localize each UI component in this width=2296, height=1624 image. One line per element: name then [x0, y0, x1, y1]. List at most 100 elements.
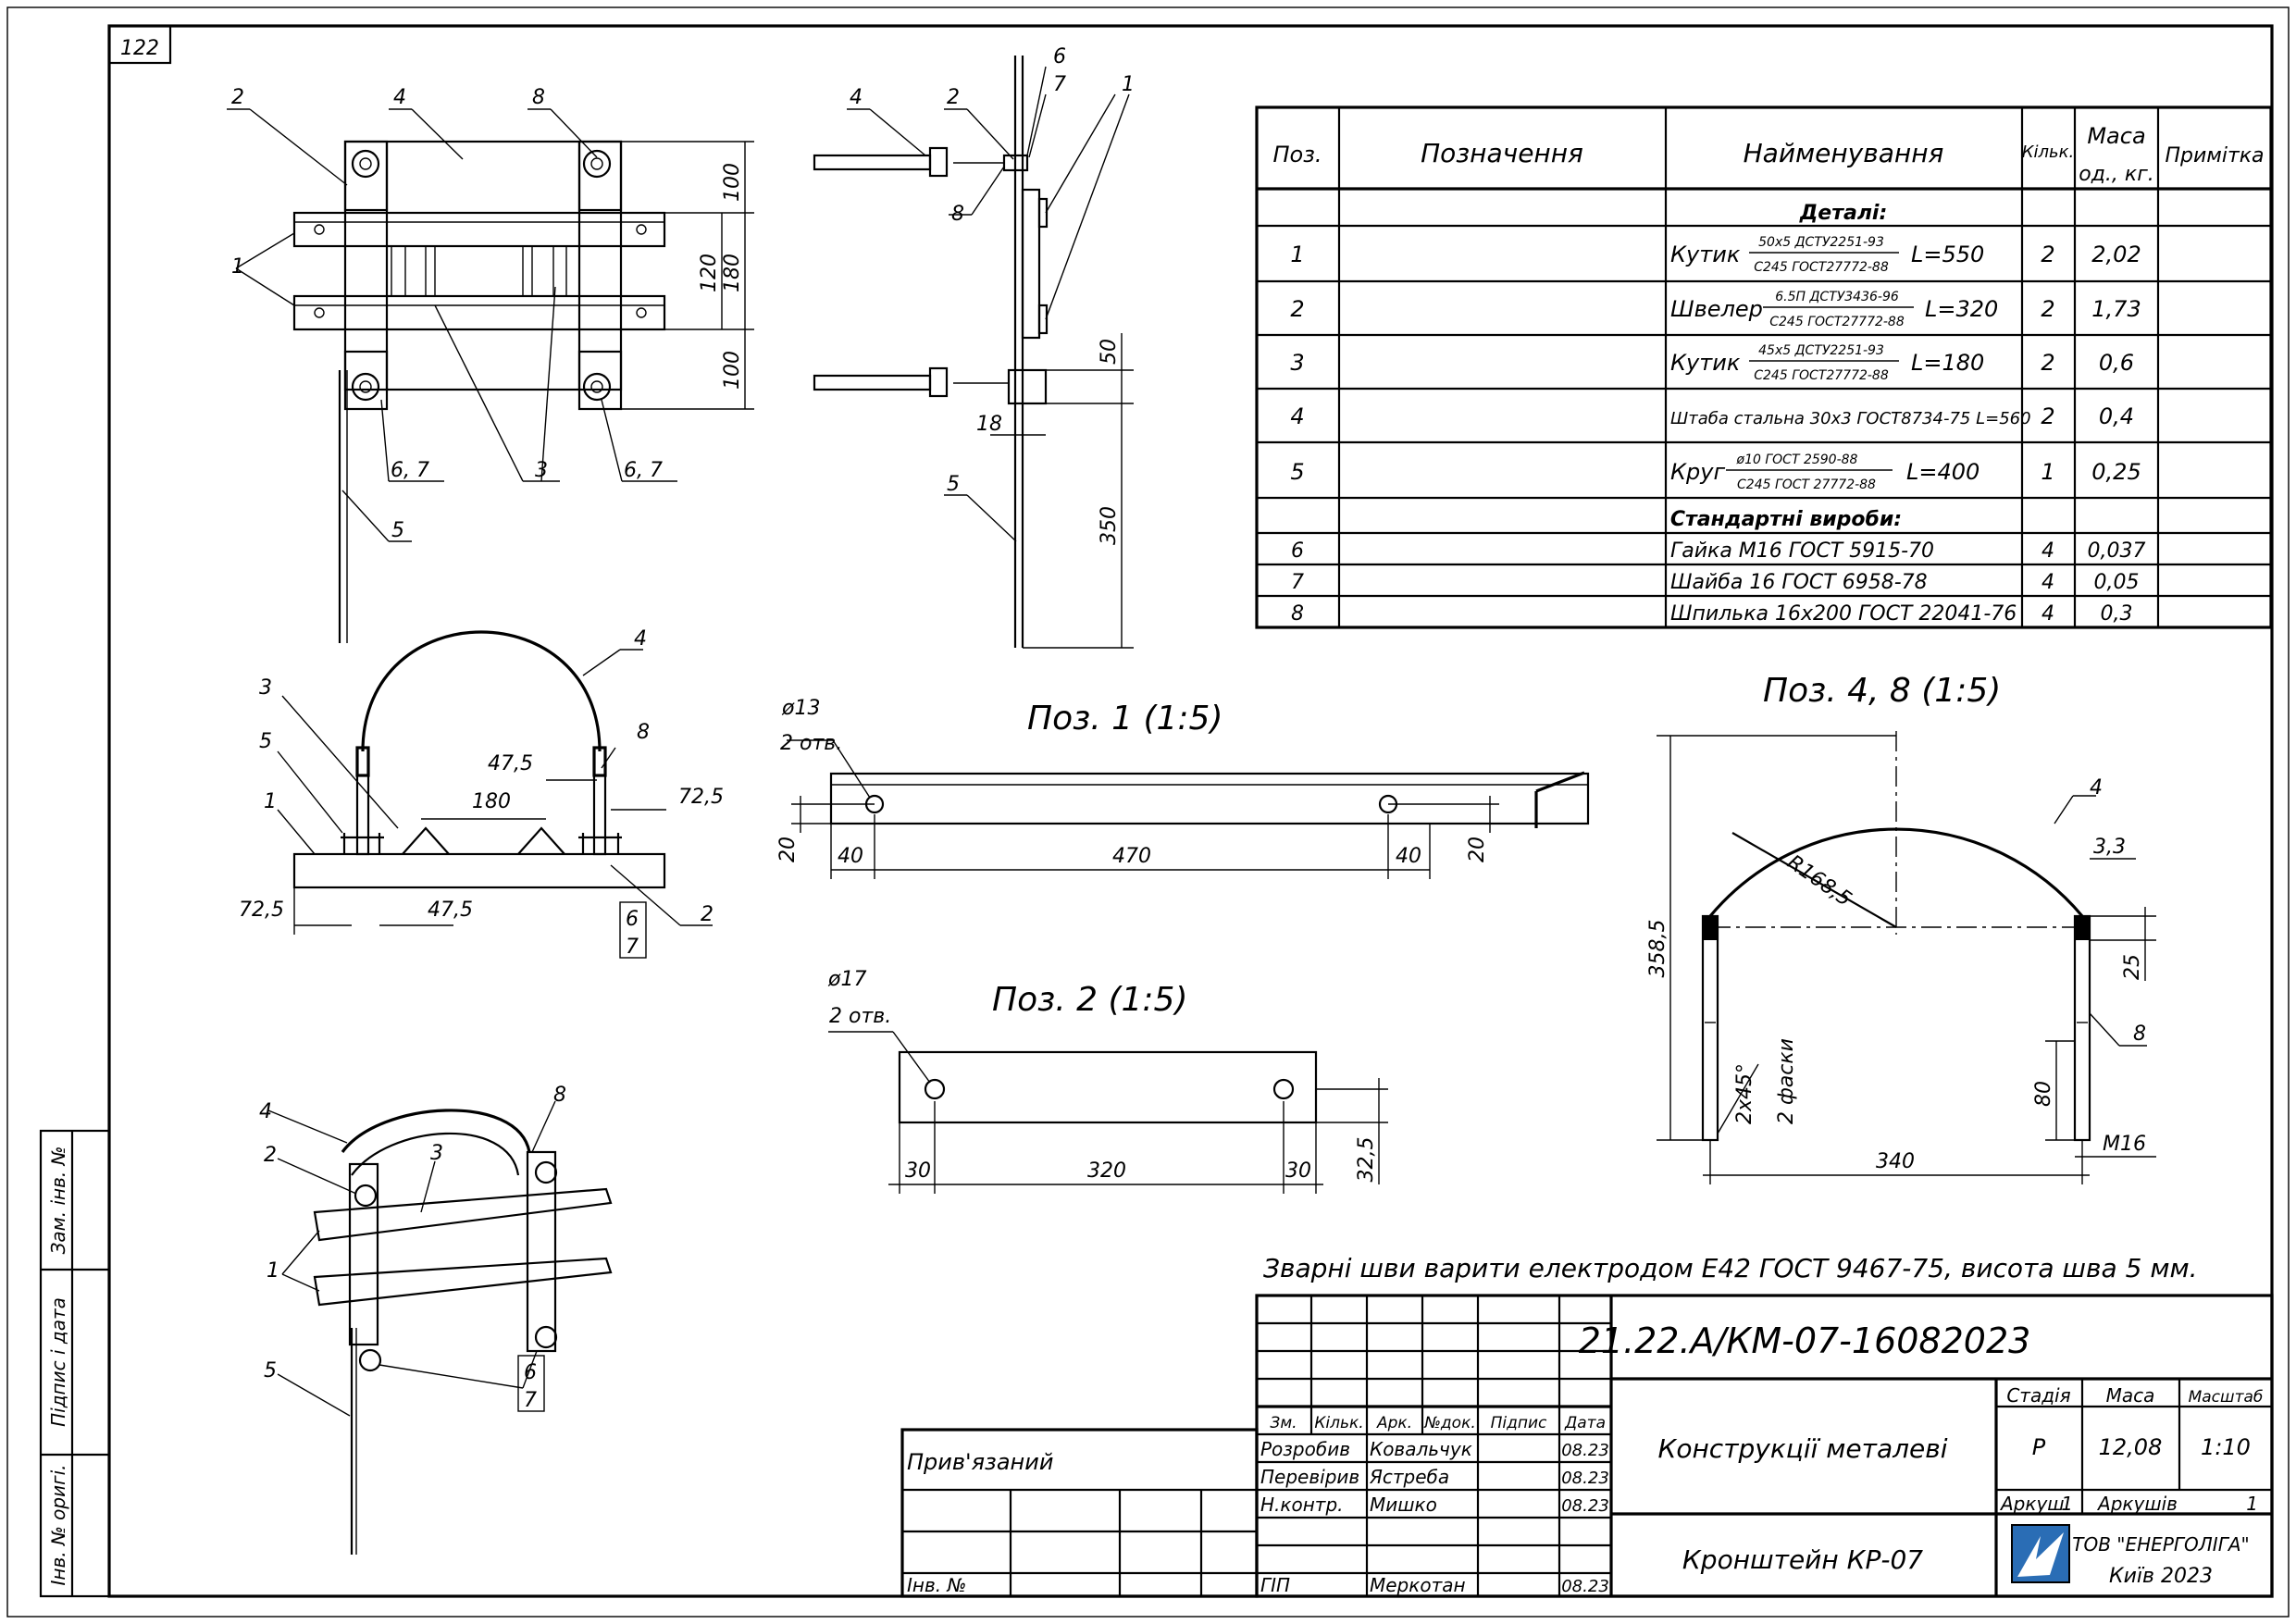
sheet-number: 122: [120, 37, 159, 60]
pos2-dim-325: 32,5: [1355, 1137, 1378, 1183]
spec-std8-mass: 0,3: [2101, 602, 2133, 626]
iso-callout-7: 7: [524, 1389, 537, 1412]
outer-frame: [6, 6, 2290, 1618]
pos48-dim-340: 340: [1876, 1150, 1915, 1173]
staff-name-3: Мишко: [1370, 1494, 1437, 1516]
iso-view: 4 2 3 8 1 5 6 7: [259, 1084, 613, 1555]
pos1-view: Поз. 1 (1:5) ø13 2 отв. 20 40 470 40 20: [776, 697, 1590, 879]
spec-row5-qty: 1: [2041, 459, 2054, 485]
spec-row2-pos: 2: [1290, 296, 1304, 322]
spec-row2-qty: 2: [2041, 296, 2054, 322]
spec-row5-pos: 5: [1290, 459, 1304, 485]
pos48-dim-25: 25: [2121, 954, 2144, 980]
spec-std8-name: Шпилька 16х200 ГОСТ 22041-76: [1670, 602, 2017, 626]
stage-label: Стадія: [2006, 1384, 2070, 1407]
side-callout-2: 2: [947, 86, 960, 109]
spec-row1-frac-top: 50х5 ДСТУ2251-93: [1758, 235, 1884, 250]
spec-section-parts: Деталі:: [1799, 202, 1888, 225]
pos48-chamfer-count: 2 фаски: [1775, 1038, 1798, 1124]
stamp-replace-inv: Зам. інв. №: [47, 1147, 69, 1255]
plan-callout-6: 6: [626, 908, 639, 931]
pos2-view: Поз. 2 (1:5) ø17 2 отв. 30 320 30 32,5: [827, 968, 1388, 1194]
bound-label: Прив'язаний: [907, 1449, 1053, 1475]
stamp-original-inv: Інв. № оригі.: [47, 1465, 69, 1586]
side-callout-8: 8: [951, 203, 964, 226]
front-dim-100a: 100: [721, 163, 744, 202]
title-block: 21.22.А/КМ-07-16082023 Конструкції метал…: [900, 1294, 2274, 1598]
iso-callout-6: 6: [524, 1361, 537, 1384]
pos1-dim-40b: 40: [1396, 845, 1421, 868]
front-callout-5: 5: [391, 519, 404, 542]
spec-row5-suffix: L=400: [1906, 459, 1980, 485]
spec-row3-frac-bottom: С245 ГОСТ27772-88: [1754, 368, 1889, 383]
spec-header-remark: Примітка: [2165, 144, 2264, 167]
spec-row4-pos: 4: [1290, 403, 1304, 429]
spec-std6-mass: 0,037: [2088, 539, 2146, 563]
spec-header-qty: Кільк.: [2022, 143, 2075, 162]
pos1-dim-20b: 20: [1466, 837, 1489, 862]
plan-dim-72a: 72,5: [678, 786, 724, 809]
mass-label: Маса: [2106, 1384, 2155, 1407]
pos1-dim-470: 470: [1112, 845, 1151, 868]
pos1-dim-20a: 20: [776, 837, 800, 862]
spec-std7-name: Шайба 16 ГОСТ 6958-78: [1670, 571, 1928, 594]
spec-std7-mass: 0,05: [2094, 571, 2140, 594]
side-view: 50 350 18 4 2 8 6 7 1 5: [813, 45, 1135, 649]
side-stamp: Зам. інв. № Підпис і дата Інв. № оригі.: [39, 1129, 111, 1598]
front-callout-4: 4: [393, 86, 406, 109]
pos2-holes: 2 отв.: [829, 1005, 891, 1028]
col-change: Зм.: [1270, 1414, 1297, 1432]
spec-row3-mass: 0,6: [2099, 350, 2134, 376]
plan-dim-47b: 47,5: [428, 899, 473, 922]
spec-row2-frac-bottom: С245 ГОСТ27772-88: [1769, 315, 1905, 329]
plan-callout-3: 3: [259, 676, 272, 700]
front-callout-1: 1: [231, 255, 244, 279]
city-year: Київ 2023: [2109, 1565, 2213, 1588]
side-dim-350: 350: [1098, 506, 1121, 545]
spec-std7-pos: 7: [1291, 571, 1304, 594]
plan-dim-72b: 72,5: [239, 899, 284, 922]
pos1-dim-40a: 40: [838, 845, 863, 868]
plan-callout-8: 8: [637, 721, 650, 744]
col-signature: Підпис: [1491, 1414, 1547, 1432]
front-callout-67a: 6, 7: [391, 459, 429, 482]
pos48-m16: M16: [2103, 1133, 2146, 1156]
spec-row2-suffix: L=320: [1925, 296, 1998, 322]
spec-header-designation: Позначення: [1421, 138, 1583, 168]
pos1-holes: 2 отв.: [780, 732, 842, 755]
front-dim-100b: 100: [721, 351, 744, 390]
spec-table: Поз. Позначення Найменування Кільк. Маса…: [1255, 105, 2273, 629]
spec-row4-name: Штаба стальна 30х3 ГОСТ8734-75 L=560: [1670, 409, 2031, 428]
spec-header-mass-unit: од., кг.: [2079, 163, 2154, 186]
side-callout-6: 6: [1053, 45, 1066, 68]
plan-view: 180 47,5 72,5 72,5 47,5 4 3 5 1 8 2 6 7: [239, 627, 724, 959]
plan-callout-2: 2: [701, 903, 714, 926]
pos2-title: Поз. 2 (1:5): [992, 981, 1188, 1019]
spec-row1-frac-bottom: С245 ГОСТ27772-88: [1754, 260, 1889, 275]
pos48-title: Поз. 4, 8 (1:5): [1763, 672, 2001, 710]
stage-value: Р: [2032, 1434, 2046, 1460]
staff-name-1: Ковальчук: [1370, 1438, 1472, 1460]
staff-role-4: ГІП: [1260, 1574, 1290, 1596]
spec-header-mass: Маса: [2087, 123, 2145, 149]
staff-role-3: Н.контр.: [1260, 1494, 1344, 1516]
spec-header-name: Найменування: [1744, 138, 1944, 168]
plan-dim-47a: 47,5: [488, 752, 533, 775]
plan-dim-180: 180: [472, 790, 511, 813]
staff-date-3: 08.23: [1561, 1496, 1609, 1516]
front-callout-67b: 6, 7: [624, 459, 663, 482]
spec-header-pos: Поз.: [1272, 142, 1322, 167]
object-name: Конструкції металеві: [1657, 1433, 1947, 1464]
pos48-stud-band-left: [1703, 916, 1718, 940]
col-sheet: Арк.: [1376, 1414, 1412, 1432]
sheet-label: Аркуш: [1999, 1493, 2065, 1515]
pos48-radius: R168,5: [1783, 850, 1855, 911]
staff-name-4: Меркотан: [1370, 1574, 1466, 1596]
inv-label: Інв. №: [907, 1574, 966, 1596]
mass-value: 12,08: [2099, 1434, 2163, 1460]
front-callout-8: 8: [532, 86, 545, 109]
spec-row3-pos: 3: [1290, 350, 1304, 376]
spec-std8-pos: 8: [1291, 602, 1304, 626]
spec-row5-mass: 0,25: [2091, 459, 2141, 485]
iso-callout-8: 8: [553, 1084, 566, 1107]
